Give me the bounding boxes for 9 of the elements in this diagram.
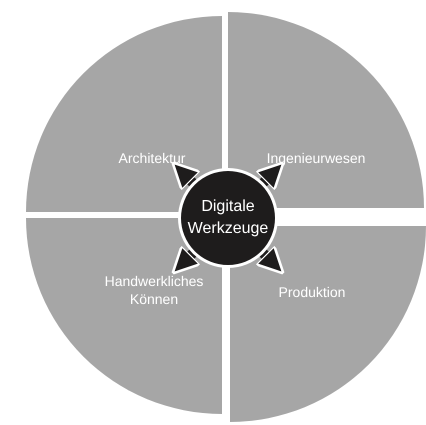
arrow [171,244,202,275]
center-label: Digitale Werkzeuge [186,197,270,239]
arrow [171,161,202,192]
arrow [254,161,285,192]
segment-label: Ingenieurwesen [266,148,366,168]
segment-label: Architektur [118,148,186,168]
segment-label: Handwerkliches Können [104,272,204,308]
segment-label: Produktion [278,282,346,302]
arrow [254,244,285,275]
